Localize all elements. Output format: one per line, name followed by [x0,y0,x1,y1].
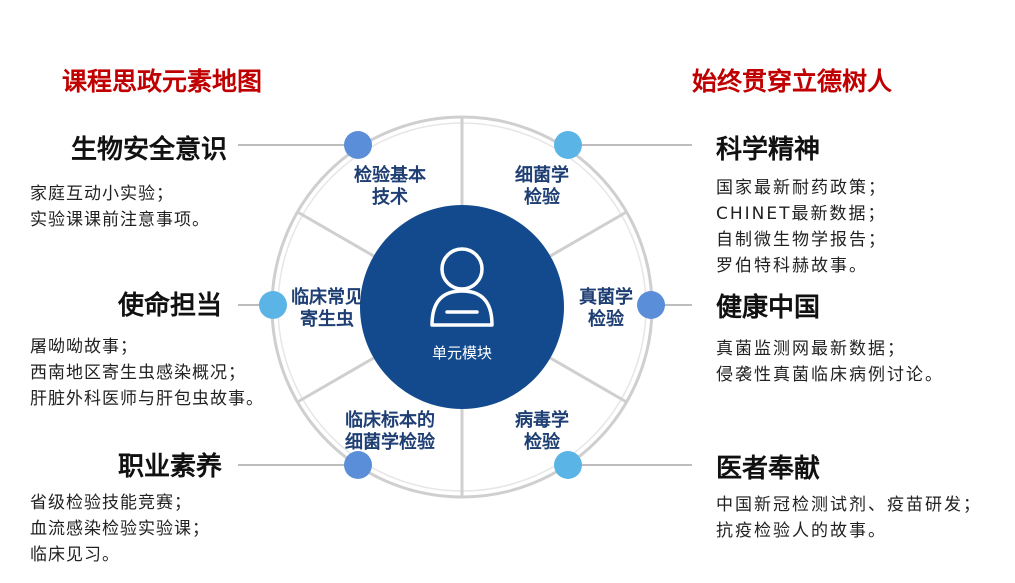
segment-line: 检验 [588,309,624,330]
right-topic-title-healthy-china: 健康中国 [716,293,821,323]
list-item: 肝脏外科医师与肝包虫故事。 [30,389,264,409]
segment-line: 真菌学 [579,287,633,308]
segment-line: 检验基本 [354,165,426,186]
list-item: 国家最新耐药政策； [716,178,887,198]
segment-label-mycology: 真菌学 检验 [551,287,661,331]
segment-line: 技术 [372,187,408,208]
list-item: 家庭互动小实验； [30,184,174,204]
dot-bottom-right [554,451,582,479]
right-topic-items-dedication: 中国新冠检测试剂、疫苗研发； 抗疫检验人的故事。 [716,492,982,544]
right-topic-title-dedication: 医者奉献 [716,454,821,484]
segment-line: 检验 [524,187,560,208]
left-topic-title-biosafety: 生物安全意识 [70,135,227,165]
left-header: 课程思政元素地图 [62,67,263,96]
left-topic-title-professionalism: 职业素养 [117,452,222,482]
right-topic-title-science: 科学精神 [716,135,821,165]
right-topic-items-healthy-china: 真菌监测网最新数据； 侵袭性真菌临床病例讨论。 [716,336,944,388]
segment-line: 检验 [524,432,560,453]
segment-label-basic-techniques: 检验基本 技术 [330,165,450,209]
dot-top-right [554,131,582,159]
right-header: 始终贯穿立德树人 [692,67,893,96]
list-item: 西南地区寄生虫感染概况； [30,363,246,383]
segment-label-parasites: 临床常见 寄生虫 [272,287,382,331]
segment-label-bacteriology: 细菌学 检验 [482,165,602,209]
list-item: 临床见习。 [30,545,120,565]
list-item: 省级检验技能竞赛； [30,493,192,513]
list-item: 血流感染检验实验课； [30,519,210,539]
dot-mid-right [637,291,665,319]
segment-label-clinical-specimens: 临床标本的 细菌学检验 [325,410,455,454]
center-circle [360,205,564,409]
left-topic-items-biosafety: 家庭互动小实验； 实验课课前注意事项。 [30,181,210,233]
dot-top-left [344,131,372,159]
right-topic-items-science: 国家最新耐药政策； CHINET最新数据； 自制微生物学报告； 罗伯特科赫故事。 [716,175,887,279]
segment-line: 临床标本的 [345,410,435,431]
segment-label-virology: 病毒学 检验 [482,410,602,454]
list-item: 罗伯特科赫故事。 [716,256,868,276]
list-item: 自制微生物学报告； [716,230,887,250]
list-item: CHINET最新数据； [716,204,887,224]
segment-line: 细菌学检验 [345,432,435,453]
left-topic-title-mission: 使命担当 [117,291,222,321]
center-label: 单元模块 [431,344,492,362]
segment-line: 细菌学 [515,165,569,186]
list-item: 抗疫检验人的故事。 [716,521,887,541]
list-item: 中国新冠检测试剂、疫苗研发； [716,495,982,515]
list-item: 屠呦呦故事； [30,337,138,357]
dot-bottom-left [344,451,372,479]
dot-mid-left [259,291,287,319]
segment-line: 病毒学 [515,410,569,431]
segment-line: 临床常见 [291,287,363,308]
user-icon [430,247,494,327]
segment-line: 寄生虫 [300,309,354,330]
left-topic-items-professionalism: 省级检验技能竞赛； 血流感染检验实验课； 临床见习。 [30,490,210,568]
list-item: 侵袭性真菌临床病例讨论。 [716,365,944,385]
left-topic-items-mission: 屠呦呦故事； 西南地区寄生虫感染概况； 肝脏外科医师与肝包虫故事。 [30,334,264,412]
list-item: 真菌监测网最新数据； [716,339,906,359]
list-item: 实验课课前注意事项。 [30,210,210,230]
